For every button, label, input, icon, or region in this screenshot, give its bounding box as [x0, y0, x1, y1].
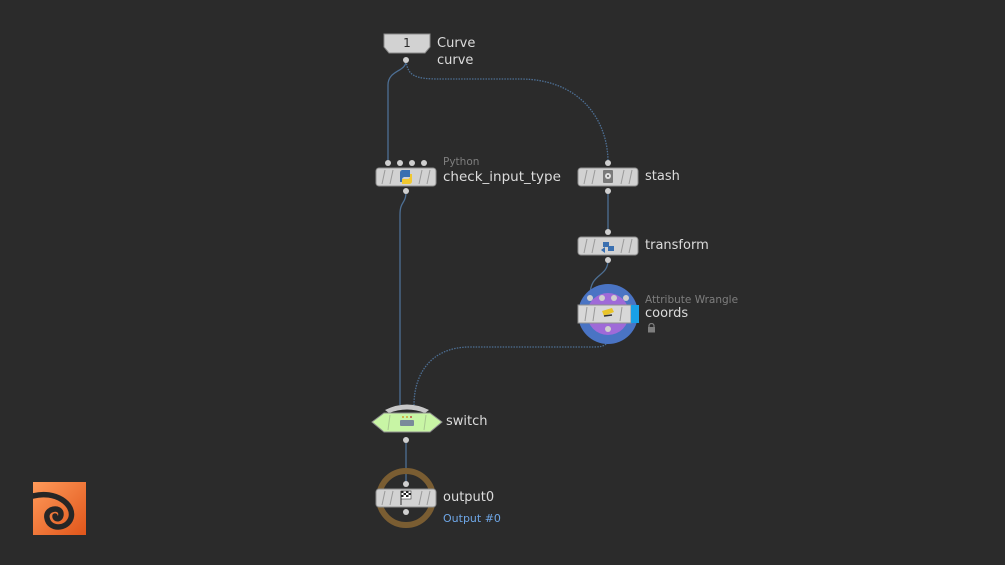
stash-node-name[interactable]: stash [645, 169, 680, 184]
wrangle-node-name[interactable]: coords [645, 306, 689, 321]
transform-node-shape [577, 229, 639, 263]
python-node-name[interactable]: check_input_type [443, 169, 561, 185]
stash-node-shape [577, 160, 639, 194]
lock-icon[interactable] [647, 323, 656, 333]
curve-node-name[interactable]: curve [437, 53, 474, 68]
output-comment: Output #0 [443, 512, 501, 525]
wire-wrangle-to-switch[interactable] [413, 341, 609, 406]
switch-icon [400, 416, 414, 426]
wrangle-node-shape [577, 284, 639, 344]
output-node-shape [375, 468, 437, 528]
wire-python-to-switch[interactable] [399, 190, 407, 405]
node-stash[interactable] [576, 158, 640, 196]
node-switch[interactable] [370, 400, 444, 446]
output-node-name[interactable]: output0 [443, 490, 495, 505]
python-type-label: Python [443, 156, 480, 168]
houdini-logo [33, 482, 86, 535]
node-check-input-type[interactable] [374, 158, 438, 196]
transform-icon [601, 242, 614, 253]
checkered-flag-icon [400, 490, 412, 505]
node-output0[interactable] [374, 466, 438, 530]
switch-node-shape [371, 404, 443, 443]
python-icon [399, 170, 413, 184]
python-node-shape [375, 160, 437, 194]
curve-number-badge: 1 [403, 36, 411, 50]
wire-curve-to-stash[interactable] [405, 60, 609, 163]
transform-node-name[interactable]: transform [645, 238, 709, 253]
stash-icon [603, 170, 613, 183]
node-curve[interactable]: 1 [382, 33, 432, 63]
wrangle-icon [602, 308, 614, 317]
switch-node-name[interactable]: switch [446, 414, 488, 429]
curve-type-label: Curve [437, 36, 476, 51]
curve-node-shape [383, 33, 431, 63]
wire-curve-to-python[interactable] [387, 60, 407, 162]
node-coords[interactable] [576, 283, 642, 347]
node-transform[interactable] [576, 227, 640, 265]
wrangle-type-label: Attribute Wrangle [645, 294, 739, 306]
